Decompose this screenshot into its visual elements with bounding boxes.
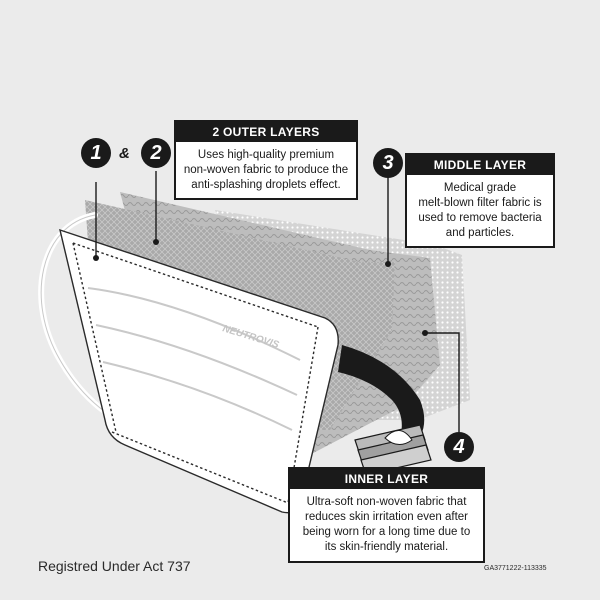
leader-dot-1 (93, 255, 99, 261)
callout-text: Medical grade melt-blown filter fabric i… (407, 175, 553, 241)
callout-line: its skin-friendly material. (324, 541, 449, 553)
callout-heading: MIDDLE LAYER (407, 155, 553, 175)
leader-dot-2 (153, 239, 159, 245)
callout-badge-2: 2 (141, 138, 171, 168)
callout-line: being worn for a long time due to (302, 526, 471, 538)
callout-text: Uses high-quality premium non-woven fabr… (176, 142, 356, 193)
callout-line: used to remove bacteria (418, 212, 542, 224)
callout-line: non-woven fabric to produce the (183, 164, 349, 176)
callout-inner-layer: INNER LAYER Ultra-soft non-woven fabric … (288, 467, 485, 563)
registration-text: Registred Under Act 737 (38, 558, 191, 574)
callout-badge-1: 1 (81, 138, 111, 168)
callout-line: Medical grade (443, 182, 517, 194)
leader-dot-4 (422, 330, 428, 336)
callout-badge-4: 4 (444, 432, 474, 462)
callout-line: melt-blown filter fabric is (418, 197, 542, 209)
leader-line-4 (425, 332, 460, 432)
product-code: GA3771222-113335 (484, 565, 547, 572)
callout-heading: INNER LAYER (290, 469, 483, 489)
callout-joiner: & (119, 145, 130, 162)
leader-lines (95, 171, 460, 432)
callout-line: Ultra-soft non-woven fabric that (306, 496, 467, 508)
callout-badge-3: 3 (373, 148, 403, 178)
leader-dot-3 (385, 261, 391, 267)
callout-line: anti-splashing droplets effect. (191, 179, 341, 191)
mask-pleat (87, 287, 301, 361)
callout-outer-layers: 2 OUTER LAYERS Uses high-quality premium… (174, 120, 358, 200)
callout-line: reduces skin irritation even after (305, 511, 468, 523)
callout-heading: 2 OUTER LAYERS (176, 122, 356, 142)
mask-pleat (95, 324, 298, 396)
callout-line: Uses high-quality premium (197, 149, 335, 161)
mask-pleat (102, 361, 293, 431)
callout-line: and particles. (445, 227, 515, 239)
callout-middle-layer: MIDDLE LAYER Medical grade melt-blown fi… (405, 153, 555, 248)
callout-text: Ultra-soft non-woven fabric that reduces… (290, 489, 483, 555)
fold-cross-section (338, 345, 425, 452)
